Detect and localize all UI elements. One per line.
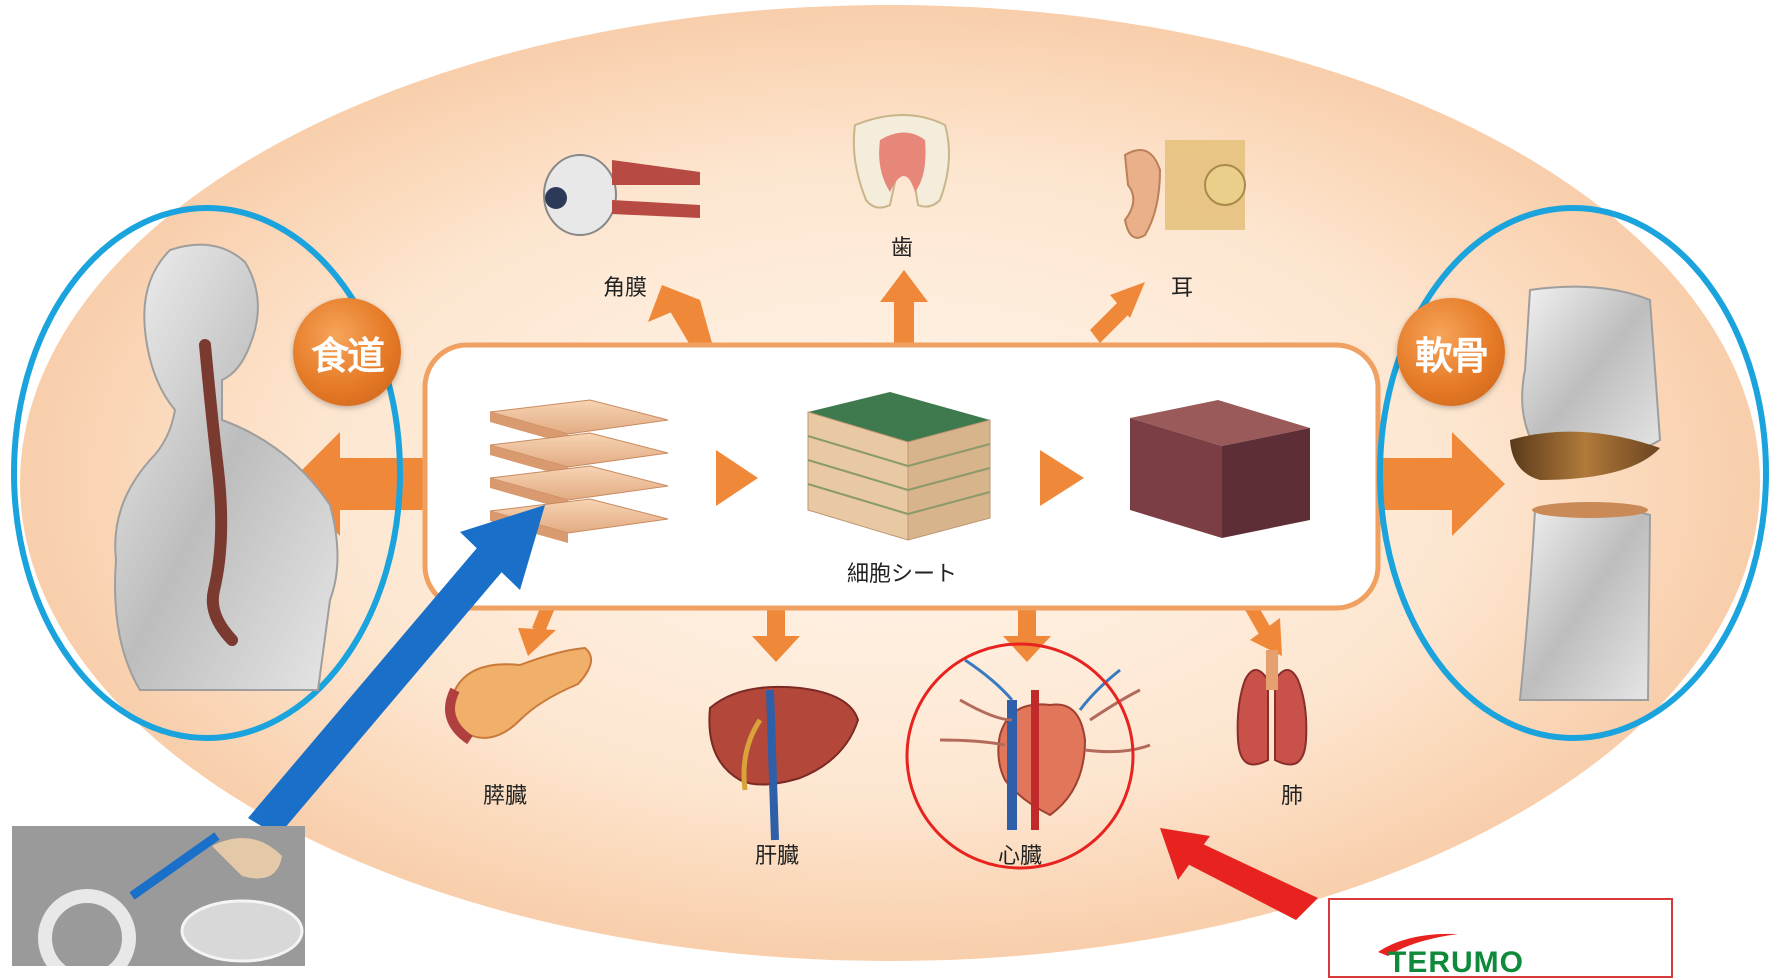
pancreas-label: 膵臓 [483, 778, 527, 810]
terumo-logo-text: TERUMO [1388, 946, 1524, 980]
tissue-cube-image [1130, 400, 1310, 538]
layered-sheet-image [808, 392, 990, 540]
lab-photo [12, 826, 305, 966]
liver-label: 肝臓 [755, 838, 799, 870]
esophagus-badge: 食道 [293, 298, 401, 406]
ear-label: 耳 [1171, 270, 1193, 302]
cell-sheet-label: 細胞シート [847, 556, 957, 588]
cartilage-badge: 軟骨 [1397, 298, 1505, 406]
heart-label: 心臓 [998, 838, 1042, 870]
tooth-label: 歯 [891, 230, 913, 262]
lung-label: 肺 [1281, 778, 1303, 810]
ear-image [1125, 140, 1245, 238]
cornea-label: 角膜 [603, 270, 647, 302]
terumo-logo-box: TERUMO [1328, 898, 1673, 978]
